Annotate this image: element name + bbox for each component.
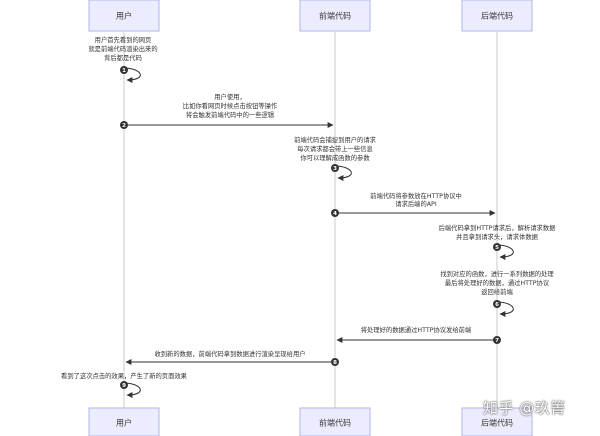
actor-top-backend-label: 后端代码 <box>481 11 513 21</box>
message-6-badge <box>493 300 501 308</box>
message-4-line-2: 请求后端的API <box>395 199 437 208</box>
message-6-line-3: 返回给前端 <box>481 287 513 296</box>
message-5-line-1: 后端代码拿到HTTP请求后，解析请求数据 <box>439 223 557 232</box>
message-7-line-1: 将处理好的数据通过HTTP协议发给前端 <box>361 325 472 334</box>
message-6-arrow <box>496 301 514 317</box>
message-6-number: 6 <box>495 302 499 308</box>
message-1-badge <box>120 66 128 74</box>
actor-bottom-frontend-label: 前端代码 <box>319 418 351 428</box>
message-7: 将处理好的数据通过HTTP协议发给前端 7 <box>336 325 501 344</box>
message-2-line-1: 用户使用， <box>214 92 245 101</box>
message-1: 用户首先看到的网页 就是前端代码渲染出来的 背后都是代码 1 <box>88 35 158 83</box>
message-9-arrow <box>123 382 141 398</box>
message-4-badge <box>331 209 339 217</box>
actor-top-frontend-label: 前端代码 <box>319 11 351 21</box>
message-9-line-1: 看到了这次点击的效果，产生了新的页面效果 <box>61 371 188 380</box>
message-9: 看到了这次点击的效果，产生了新的页面效果 9 <box>61 371 188 398</box>
message-2-number: 2 <box>122 123 126 129</box>
message-4: 前端代码将参数放在HTTP协议中 请求后端的API 4 <box>331 191 496 217</box>
message-6-line-1: 找到对应的函数，进行一系列数据的处理 <box>440 269 554 278</box>
message-5-line-2: 并且拿到请求头，请求体数据 <box>456 232 539 241</box>
actor-bottom-frontend: 前端代码 <box>299 407 371 436</box>
actor-top-frontend: 前端代码 <box>299 0 371 32</box>
message-5: 后端代码拿到HTTP请求后，解析请求数据 并且拿到请求头，请求体数据 5 <box>439 223 557 260</box>
message-6: 找到对应的函数，进行一系列数据的处理 最后将处理好的数据，通过HTTP协议 返回… <box>440 269 554 317</box>
message-2-badge <box>120 121 128 129</box>
message-3-line-2: 每次请求都会带上一些信息 <box>297 144 373 153</box>
message-4-number: 4 <box>333 211 337 217</box>
actor-bottom-backend-label: 后端代码 <box>481 418 513 428</box>
message-3-badge <box>331 164 339 172</box>
message-9-number: 9 <box>122 383 126 389</box>
message-1-line-3: 背后都是代码 <box>104 53 142 62</box>
message-5-badge <box>493 243 501 251</box>
actor-bottom-user: 用户 <box>88 407 160 436</box>
actor-top-backend: 后端代码 <box>461 0 533 32</box>
message-1-number: 1 <box>122 68 126 74</box>
message-3-number: 3 <box>333 166 337 172</box>
actor-bottom-backend: 后端代码 <box>461 407 533 436</box>
message-2-line-2: 比如你看网页时候点击按钮等操作 <box>183 101 278 110</box>
watermark: 知乎 @玖箐 <box>483 399 566 417</box>
message-8-line-1: 收到新的数据，前端代码拿到数据进行渲染呈现给用户 <box>154 349 305 358</box>
message-5-arrow <box>496 244 514 260</box>
message-3: 前端代码会捕捉到用户的请求 每次请求都会带上一些信息 你可以理解成函数的参数 3 <box>294 135 377 181</box>
message-5-number: 5 <box>495 245 499 251</box>
actor-bottom-user-label: 用户 <box>116 418 132 428</box>
message-8-number: 8 <box>333 360 337 366</box>
actor-top-user: 用户 <box>88 0 160 32</box>
message-1-line-2: 就是前端代码渲染出来的 <box>88 44 157 53</box>
message-4-line-1: 前端代码将参数放在HTTP协议中 <box>370 191 462 200</box>
message-6-line-2: 最后将处理好的数据，通过HTTP协议 <box>445 278 550 287</box>
message-8: 收到新的数据，前端代码拿到数据进行渲染呈现给用户 8 <box>125 349 339 366</box>
message-3-arrow <box>334 165 352 181</box>
message-3-line-1: 前端代码会捕捉到用户的请求 <box>294 135 377 144</box>
message-1-line-1: 用户首先看到的网页 <box>95 35 152 44</box>
message-1-arrow <box>123 67 141 83</box>
message-7-number: 7 <box>495 338 499 344</box>
message-9-badge <box>120 381 128 389</box>
message-7-badge <box>493 336 501 344</box>
message-3-line-3: 你可以理解成函数的参数 <box>300 153 370 162</box>
message-2-line-3: 将会触发前端代码中的一些逻辑 <box>186 110 275 119</box>
message-2: 用户使用， 比如你看网页时候点击按钮等操作 将会触发前端代码中的一些逻辑 2 <box>120 92 334 129</box>
message-8-badge <box>331 358 339 366</box>
actor-top-user-label: 用户 <box>116 11 132 21</box>
